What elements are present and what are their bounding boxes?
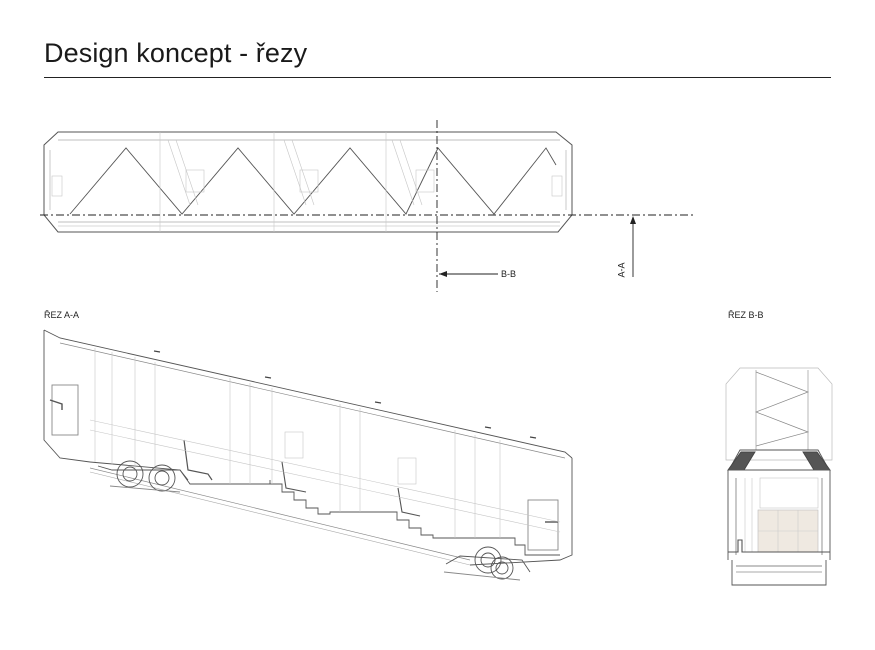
cut-lines	[40, 120, 694, 292]
section-aa-roof	[43, 329, 573, 459]
bogie-left	[97, 460, 189, 493]
section-bb-label: ŘEZ B-B	[728, 310, 764, 320]
page-title: Design koncept - řezy	[44, 38, 308, 68]
plan-view	[43, 131, 573, 233]
section-aa-label: ŘEZ A-A	[44, 310, 80, 320]
section-aa-drawing	[43, 329, 573, 581]
stairs-1	[270, 483, 385, 515]
marker-bb-label: B-B	[501, 269, 517, 279]
title-underline	[44, 77, 831, 78]
stairs-2	[385, 511, 560, 556]
bogie-right	[443, 546, 531, 581]
plan-truss	[69, 147, 557, 215]
marker-aa-label: A-A	[616, 262, 627, 278]
plan-outline	[43, 131, 573, 233]
section-bb-drawing	[725, 367, 833, 586]
